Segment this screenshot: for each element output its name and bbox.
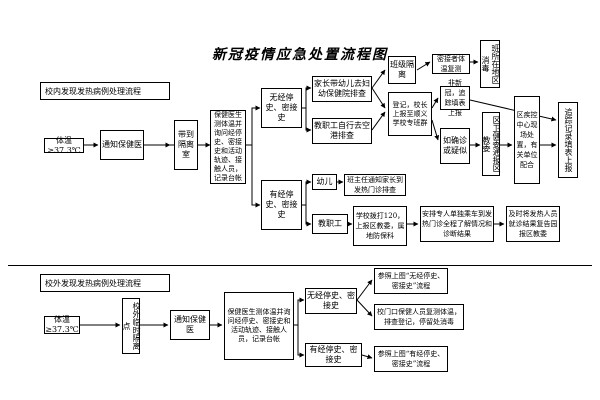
- out-ref-has-history-box: 参照上图“有经停史、密接史”流程: [374, 346, 448, 372]
- in-temp-box: 体温≥37.3℃: [44, 136, 84, 155]
- in-class-teacher-box: 班主任通知家长到发热门诊排查: [344, 174, 406, 196]
- arrow: [371, 69, 386, 89]
- arrow: [302, 85, 312, 109]
- arrow: [305, 205, 312, 227]
- out-has-history-box: 有经停史、密接史: [305, 343, 362, 367]
- arrow: [469, 99, 557, 122]
- in-isolate-box: 带到隔离室: [174, 120, 198, 170]
- in-notify-box: 通知保健医: [100, 130, 144, 160]
- in-child-box: 幼儿: [312, 174, 337, 190]
- arrow: [371, 111, 386, 131]
- arrow: [371, 87, 386, 109]
- arrow: [246, 105, 261, 146]
- section-out-label: 校外发现发热病例处理流程: [40, 274, 170, 292]
- arrow: [356, 299, 373, 317]
- in-diagnosis-box: 如确诊或疑似: [440, 128, 470, 164]
- arrow: [431, 119, 440, 141]
- in-health-report-box: 区卫健委通报区教委: [482, 112, 501, 176]
- out-notify-box: 通知保健医: [170, 310, 210, 340]
- in-district-disinfect-box: 班所在地区消毒: [480, 40, 500, 88]
- arrow: [361, 354, 373, 360]
- out-school-gate-box: 校门口保健人员复测体温，排查登记，停留处消毒: [374, 304, 464, 330]
- arrow: [251, 145, 261, 208]
- section-in-label: 校内发现发热病例处理流程: [40, 82, 170, 100]
- arrow: [294, 297, 305, 326]
- in-parent-screen-box: 家长带幼儿去妇幼保健院排查: [312, 76, 372, 102]
- arrow: [302, 179, 312, 206]
- arrow: [431, 97, 439, 109]
- in-register-box: 登记，校长上报至顺义学校专班群: [388, 92, 432, 136]
- out-ref-no-history-box: 参照上图“无经停史、密接史”流程: [374, 268, 448, 294]
- arrow: [297, 325, 305, 358]
- in-recheck-box: 密接者体温复测: [432, 54, 470, 74]
- out-isolation-point-box: 校外临时隔离点: [122, 298, 141, 354]
- arrow: [416, 61, 431, 71]
- out-measure-box: 保健医生测体温并询问经停史、密接史和活动轨迹、接触人员，记录台帐: [224, 292, 294, 360]
- in-control-box: 区疾控中心现场处置，有关单位配合: [514, 96, 540, 184]
- in-non-covid-box: 非新冠，追踪填表上报: [440, 79, 470, 117]
- in-no-history-box: 无经停史、密接史: [261, 88, 302, 128]
- out-no-history-box: 无经停史、密接史: [305, 288, 357, 314]
- in-measure-box: 保健医生测体温并询问经停史、密接史和活动轨迹、接触人员，记录台帐: [210, 110, 246, 184]
- in-staff-box: 教职工: [312, 214, 348, 234]
- in-arrange-box: 安排专人单独乘车到发热门诊全程了解情况和诊断结果: [420, 206, 494, 242]
- section-divider: [8, 265, 592, 266]
- arrow: [305, 108, 312, 133]
- in-school-call-box: 学校拨打120，上报区教委，属地防保科: [353, 206, 407, 246]
- in-has-history-box: 有经停史、密接史: [261, 180, 302, 230]
- in-staff-screen-box: 教职工自行去空港排查: [312, 118, 372, 144]
- in-class-isolate-box: 班级隔离: [388, 56, 416, 84]
- in-timely-report-box: 及时将发热人员就诊结果复告园报区教委: [506, 206, 560, 242]
- out-temp-box: 体温≥37.3℃: [44, 315, 80, 334]
- arrow: [356, 279, 373, 301]
- in-followup-box: 追踪记录填表上报: [558, 102, 578, 178]
- page-title: 新冠疫情应急处置流程图: [212, 47, 388, 63]
